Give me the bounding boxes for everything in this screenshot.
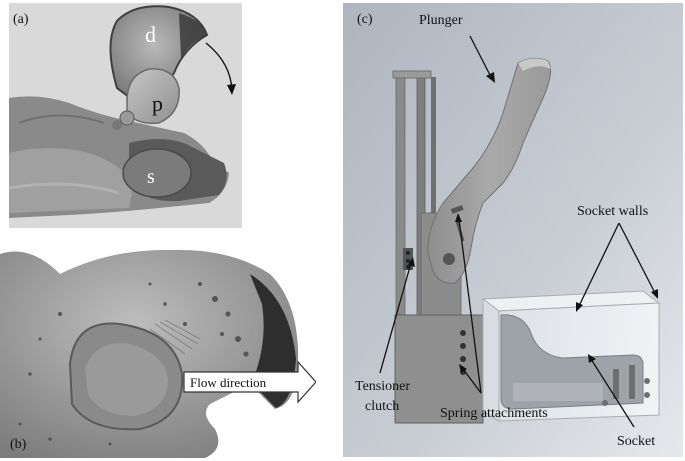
plunger-pivot — [443, 253, 455, 265]
part-label-d: d — [145, 22, 156, 47]
segment-p-region — [126, 68, 180, 125]
plunger-label: Plunger — [419, 13, 463, 28]
panel-b-photo: Flow direction (b) — [0, 244, 316, 458]
flow-direction-label: Flow direction — [190, 375, 267, 390]
part-label-p: p — [152, 91, 163, 116]
tensioner-clutch-part — [403, 248, 413, 270]
panel-b-label: (b) — [10, 437, 27, 452]
panel-a-figure: (a) d p s — [9, 3, 242, 228]
panel-a-label: (a) — [13, 12, 29, 27]
annotation-leaders — [379, 35, 656, 428]
segment-s-region — [122, 148, 192, 198]
tensioner-clutch-label-line1: Tensioner — [355, 379, 410, 394]
spring-attachments-label: Spring attachments — [440, 406, 548, 421]
rotation-arrow-head — [227, 84, 236, 95]
panel-c-figure: (c) Plunger Socket walls Tensioner clutc… — [343, 3, 683, 457]
flow-direction-arrow — [183, 360, 316, 404]
panel-a-photo: (a) d p s — [9, 3, 242, 228]
base-block — [394, 314, 484, 424]
panel-b-figure: Flow direction (b) — [0, 244, 316, 458]
panel-c-label: (c) — [357, 12, 373, 27]
annotation-arrowheads — [408, 72, 658, 373]
tensioner-clutch-label-line2: clutch — [365, 399, 399, 414]
socket-walls-label: Socket walls — [577, 204, 648, 219]
panel-c-render: (c) Plunger Socket walls Tensioner clutc… — [343, 3, 683, 457]
surface-texture — [18, 282, 249, 446]
part-label-s: s — [147, 166, 155, 188]
socket-label: Socket — [617, 434, 655, 449]
guide-rails — [392, 70, 436, 344]
